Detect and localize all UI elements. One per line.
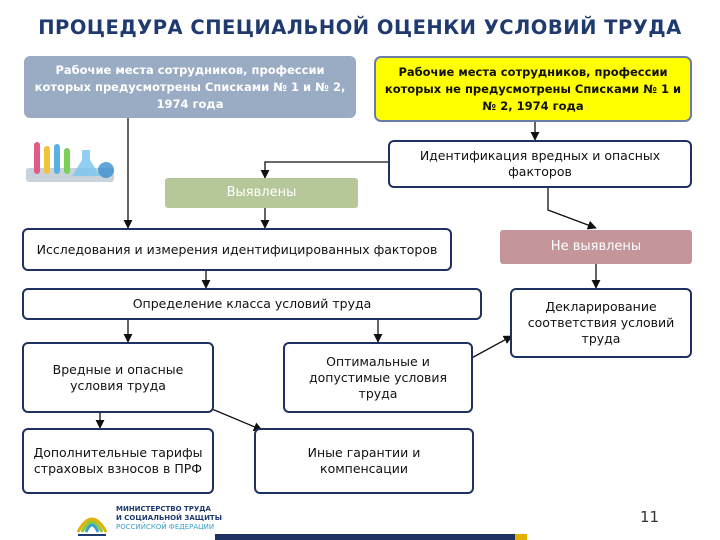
footer-bar [215, 534, 515, 540]
page-title: ПРОЦЕДУРА СПЕЦИАЛЬНОЙ ОЦЕНКИ УСЛОВИЙ ТРУ… [38, 16, 682, 39]
not-listed-professions-box: Рабочие места сотрудников, профессии кот… [374, 56, 692, 122]
ministry-line-2: И СОЦИАЛЬНОЙ ЗАЩИТЫ [116, 514, 222, 522]
ministry-line-1: МИНИСТЕРСТВО ТРУДА [116, 505, 211, 513]
arrow-identification-to-notfound [547, 188, 597, 230]
research-box: Исследования и измерения идентифицирован… [22, 228, 452, 271]
page-number: 11 [640, 508, 660, 526]
footer-accent [515, 534, 527, 540]
ministry-logo-icon [76, 517, 108, 536]
arrow-optimal-to-declaration [467, 335, 513, 361]
ministry-name: МИНИСТЕРСТВО ТРУДА И СОЦИАЛЬНОЙ ЗАЩИТЫ Р… [116, 505, 222, 532]
declaration-box: Декларирование соответствия условий труд… [510, 288, 692, 358]
ministry-line-3: РОССИЙСКОЙ ФЕДЕРАЦИИ [116, 523, 215, 531]
arrow-identification-to-found [260, 161, 388, 179]
class-determination-box: Определение класса условий труда [22, 288, 482, 320]
not-found-label: Не выявлены [500, 230, 692, 264]
listed-professions-box: Рабочие места сотрудников, профессии кот… [24, 56, 356, 118]
lab-glassware-icon [26, 142, 114, 182]
insurance-tariffs-box: Дополнительные тарифы страховых взносов … [22, 428, 214, 494]
guarantees-box: Иные гарантии и компенсации [254, 428, 474, 494]
found-label: Выявлены [165, 178, 358, 208]
harmful-conditions-box: Вредные и опасные условия труда [22, 342, 214, 413]
optimal-conditions-box: Оптимальные и допустимые условия труда [283, 342, 473, 413]
identification-box: Идентификация вредных и опасных факторов [388, 140, 692, 188]
